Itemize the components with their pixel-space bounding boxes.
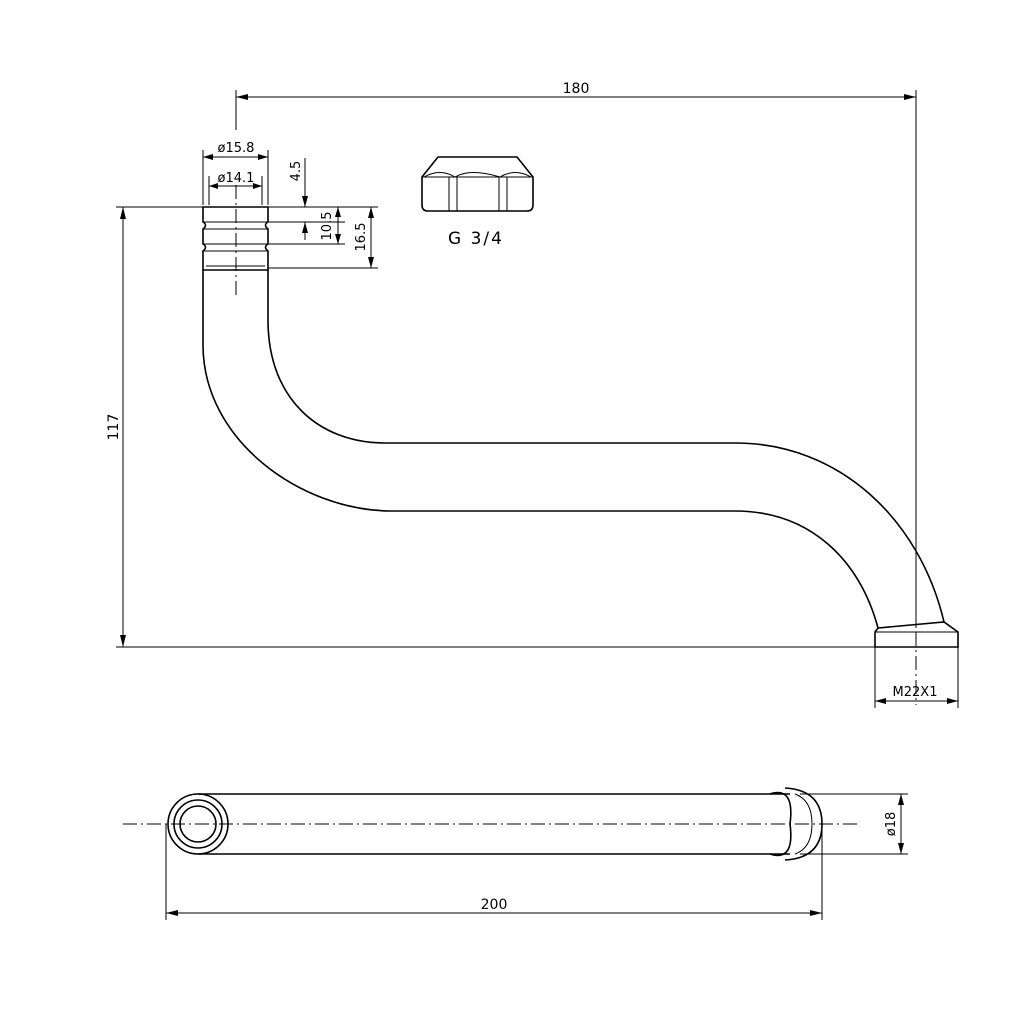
dim-groove-length-label: 16.5 xyxy=(354,223,369,252)
spout-outer-contour xyxy=(202,270,879,629)
dim-groove-spacing-label: 10.5 xyxy=(320,212,335,241)
dimension-groove-length: 16.5 xyxy=(268,206,378,269)
dimension-tube-diameter: ø18 xyxy=(800,793,908,855)
dim-tube-length-label: 200 xyxy=(481,897,508,913)
dimension-outer-diameter: ø15.8 xyxy=(202,141,269,205)
dimension-inner-diameter: ø14.1 xyxy=(208,171,263,205)
dim-tube-diameter-label: ø18 xyxy=(884,812,899,837)
dim-inner-diameter-label: ø14.1 xyxy=(218,171,255,186)
dim-outlet-thread-label: M22X1 xyxy=(893,685,938,700)
dimension-overall-width: 180 xyxy=(235,81,917,628)
dimension-tube-length: 200 xyxy=(165,824,823,920)
spout-inner-contour xyxy=(267,270,945,623)
dim-overall-width-label: 180 xyxy=(563,81,590,97)
nut-thread-label: G 3/4 xyxy=(448,229,504,249)
dimension-groove-offset: 4.5 xyxy=(268,158,345,240)
hex-nut-outline xyxy=(421,156,534,212)
spout-side-view xyxy=(202,185,959,705)
dimension-groove-spacing: 10.5 xyxy=(268,207,345,245)
dim-overall-height-label: 117 xyxy=(106,414,122,441)
dimension-outlet-thread: M22X1 xyxy=(874,647,959,708)
dimension-overall-height: 117 xyxy=(106,206,875,648)
dim-outer-diameter-label: ø15.8 xyxy=(218,141,255,156)
dim-groove-offset-label: 4.5 xyxy=(289,161,304,182)
hex-nut: G 3/4 xyxy=(421,156,534,249)
tube-top-view xyxy=(123,787,860,861)
